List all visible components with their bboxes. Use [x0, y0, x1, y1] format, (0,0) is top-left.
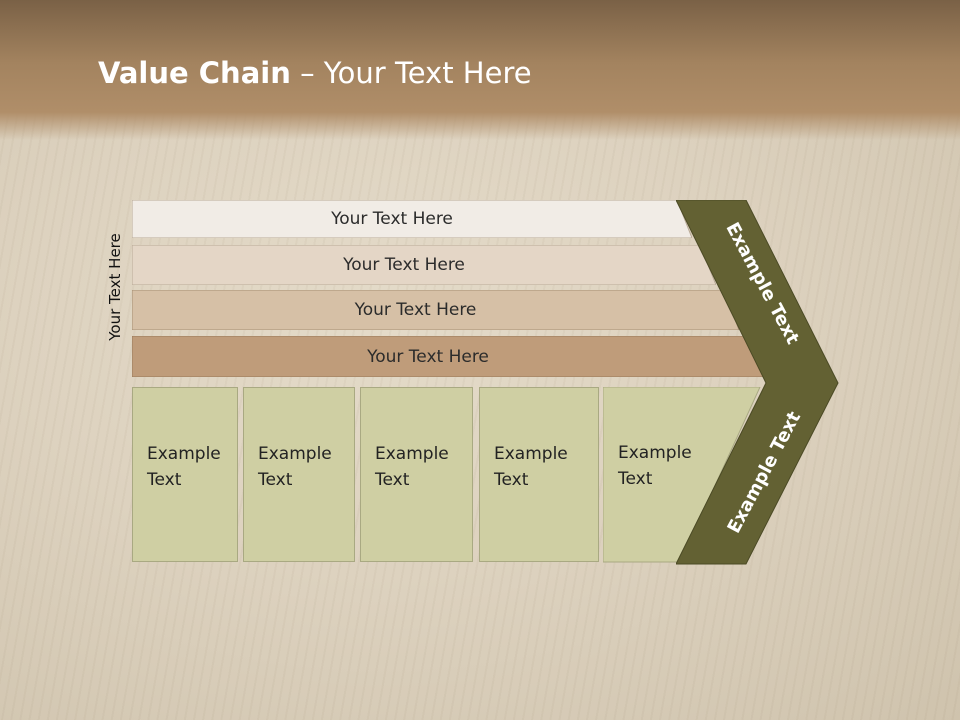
row-1-label: Your Text Here: [331, 209, 453, 229]
reflection: Example Text Example Text Example Text E…: [0, 406, 960, 563]
row-4: Your Text Here: [132, 336, 764, 377]
row-1: Your Text Here: [132, 200, 692, 238]
box-1: Example Text: [132, 387, 238, 562]
row-3-label: Your Text Here: [354, 300, 477, 320]
row-3: Your Text Here: [132, 290, 739, 330]
box-5: Example Text: [618, 443, 692, 489]
title-banner: [0, 0, 960, 140]
side-label: Your Text Here: [106, 233, 124, 341]
box-4: Example Text: [479, 387, 599, 562]
box-2: Example Text: [243, 387, 355, 562]
row-2: Your Text Here: [132, 245, 716, 285]
slide-title: Value Chain – Your Text Here: [98, 56, 532, 90]
row-2-label: Your Text Here: [343, 255, 465, 275]
row-4-label: Your Text Here: [367, 346, 489, 367]
box-3: Example Text: [360, 387, 473, 562]
chevron-arrow: [676, 200, 839, 565]
